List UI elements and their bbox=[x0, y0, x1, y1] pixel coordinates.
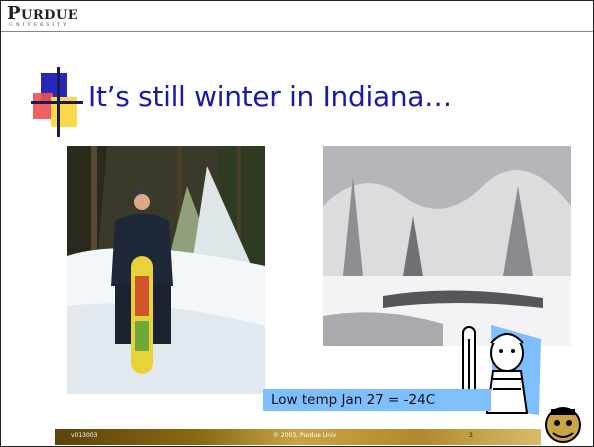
snowy-forest-photo bbox=[323, 146, 571, 346]
footer-copyright: © 2003, Purdue Univ bbox=[273, 432, 337, 439]
temperature-caption: Low temp Jan 27 = -24C bbox=[263, 389, 491, 411]
header-divider bbox=[1, 31, 593, 32]
footer-bar: v013003 © 2003, Purdue Univ 3 bbox=[55, 429, 541, 445]
footer-version: v013003 bbox=[71, 432, 98, 439]
purdue-logo: Purdue UNIVERSITY bbox=[7, 5, 78, 29]
footer-page-number: 3 bbox=[469, 432, 473, 439]
logo-wordmark: Purdue bbox=[7, 3, 79, 24]
snowboarder-photo bbox=[67, 146, 265, 394]
logo-subtitle: UNIVERSITY bbox=[9, 23, 70, 28]
title-bullet-icon bbox=[31, 67, 83, 137]
slide-title: It’s still winter in Indiana… bbox=[88, 80, 452, 113]
purdue-mascot-icon bbox=[545, 407, 581, 443]
